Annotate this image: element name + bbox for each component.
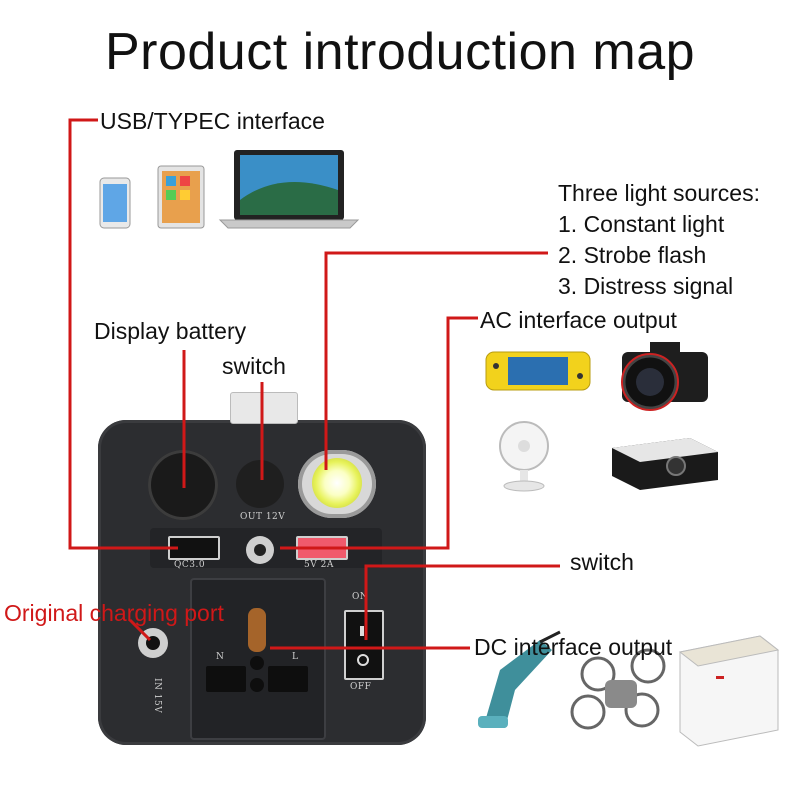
- laptop-icon: [218, 150, 360, 229]
- switch-top-label: switch: [222, 353, 286, 379]
- light-item-3: 3. Distress signal: [558, 273, 734, 299]
- switch-on-label: ON: [352, 592, 369, 602]
- usb-interface-label: USB/TYPEC interface: [100, 108, 325, 134]
- dc-12v-port: [236, 460, 284, 508]
- light-heading: Three light sources:: [558, 180, 760, 206]
- socket-slot-right: [268, 666, 308, 692]
- socket-n-label: N: [216, 652, 225, 662]
- socket-slot-left: [206, 666, 246, 692]
- page-title: Product introduction map: [104, 23, 696, 81]
- socket-hole-bottom: [250, 678, 264, 692]
- power-station-front-panel: OUT 12V QC3.0 5V 2A N L IN 15V ON OFF: [98, 392, 426, 745]
- charging-leader-line: [128, 618, 152, 642]
- game-console-icon: [485, 351, 591, 391]
- rocker-switch[interactable]: [344, 610, 384, 680]
- switch-off-label: OFF: [350, 682, 372, 692]
- rocker-switch-on-mark: [360, 626, 364, 636]
- handle-tab: [230, 392, 298, 424]
- usb-leader-line: [68, 118, 178, 550]
- display-battery-label: Display battery: [94, 318, 247, 344]
- dc-round-port-hole: [254, 544, 266, 556]
- ac-output-label: AC interface output: [480, 307, 677, 333]
- switch-right-leader-line: [364, 564, 560, 640]
- socket-l-label: L: [292, 652, 299, 662]
- vacuum-icon: [478, 630, 561, 728]
- usb-rating-label: 5V 2A: [304, 560, 334, 570]
- drone-icon: [570, 648, 666, 730]
- led-light: [312, 458, 362, 508]
- socket-hole-top: [250, 656, 264, 670]
- ac-leader-line: [280, 316, 478, 550]
- out12v-label: OUT 12V: [240, 512, 286, 522]
- qc-label: QC3.0: [174, 560, 206, 570]
- charging-port-label: Original charging port: [4, 600, 224, 626]
- tablet-icon: [157, 165, 205, 229]
- camera-icon: [621, 342, 708, 411]
- projector-icon: [612, 438, 718, 490]
- rocker-switch-off-mark: [357, 654, 369, 666]
- light-item-2: 2. Strobe flash: [558, 242, 707, 268]
- light-leader-line: [324, 251, 548, 470]
- freezer-icon: [678, 635, 780, 747]
- phone-icon: [99, 177, 131, 229]
- fan-icon: [499, 421, 549, 492]
- dc-output-label: DC interface output: [474, 634, 673, 660]
- light-item-1: 1. Constant light: [558, 211, 725, 237]
- socket-shutter: [248, 608, 266, 652]
- switch-right-label: switch: [570, 549, 634, 575]
